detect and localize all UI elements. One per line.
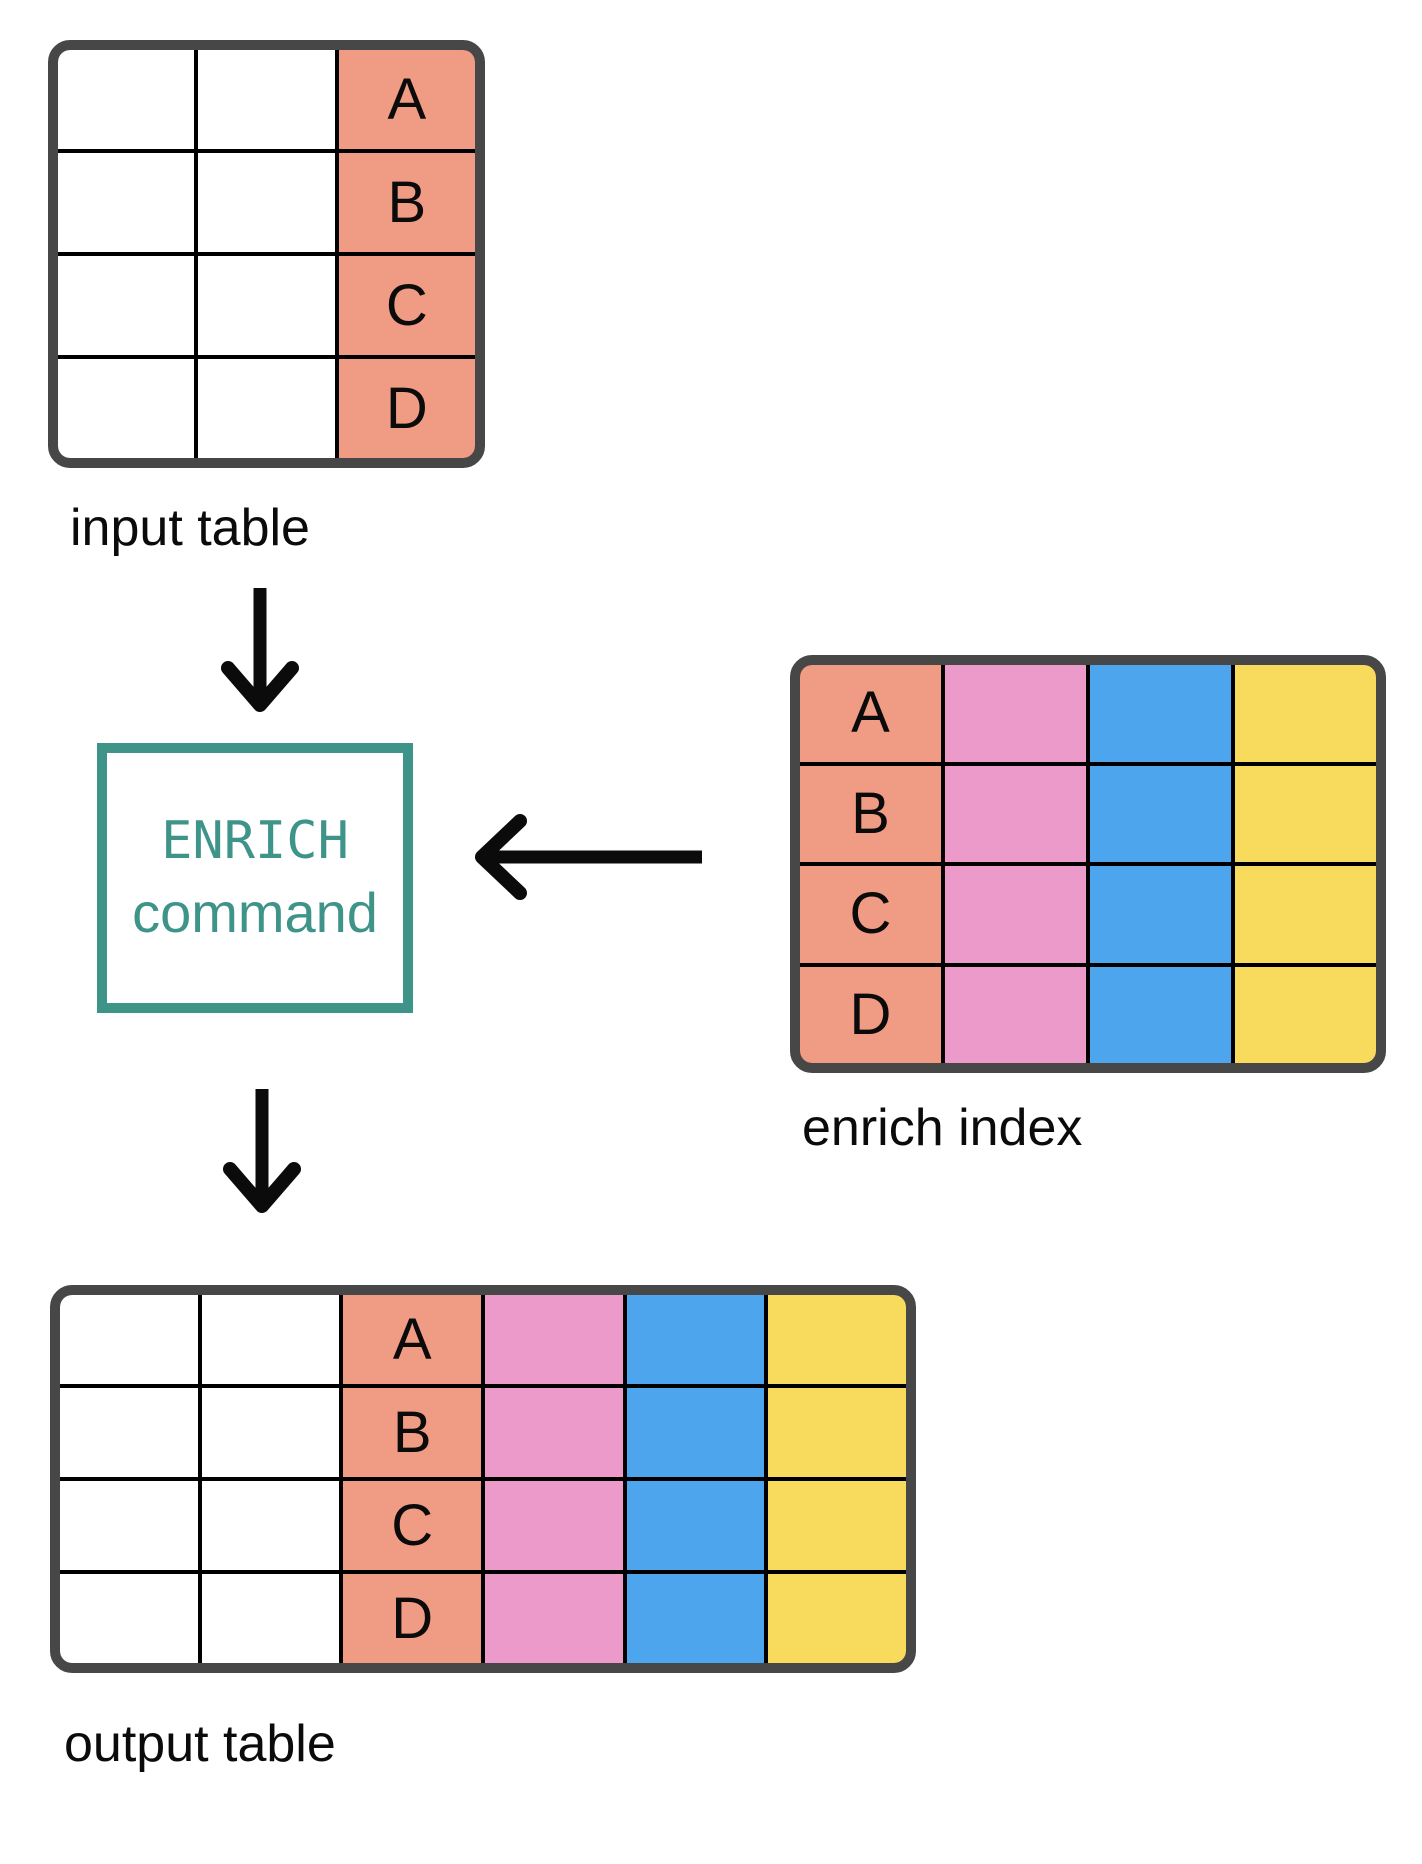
left-arrow-index-to-enrich — [475, 814, 702, 900]
table-cell — [626, 1388, 765, 1477]
table-cell — [1090, 765, 1231, 862]
table-cell: C — [343, 1481, 481, 1570]
table-cell — [768, 1388, 906, 1477]
table-cell — [198, 359, 335, 458]
table-cell — [198, 153, 335, 252]
table-cell: B — [338, 153, 475, 252]
table-cell — [768, 1481, 906, 1570]
table-cell: B — [800, 765, 941, 862]
table-cell — [60, 1574, 198, 1663]
table-cell: D — [343, 1574, 481, 1663]
table-cell: A — [800, 665, 941, 762]
table-cell — [201, 1295, 340, 1384]
table-cell — [198, 50, 335, 149]
table-cell — [1235, 665, 1376, 762]
enrich-command-box: ENRICH command — [97, 743, 413, 1013]
table-cell: C — [338, 256, 475, 355]
table-cell — [768, 1295, 906, 1384]
table-cell — [58, 50, 195, 149]
input-table-label: input table — [70, 499, 310, 557]
table-cell — [58, 153, 195, 252]
table-cell — [485, 1388, 623, 1477]
table-cell — [626, 1481, 765, 1570]
table-cell: A — [338, 50, 475, 149]
table-cell — [201, 1388, 340, 1477]
table-cell — [945, 665, 1086, 762]
table-cell — [60, 1388, 198, 1477]
table-cell — [58, 256, 195, 355]
table-cell — [1235, 765, 1376, 862]
table-cell: D — [338, 359, 475, 458]
table-cell — [1090, 665, 1231, 762]
table-cell: D — [800, 966, 941, 1063]
table-cell: C — [800, 866, 941, 963]
table-cell: A — [343, 1295, 481, 1384]
enrich-command-word: command — [132, 881, 378, 944]
table-cell — [485, 1481, 623, 1570]
table-cell — [1235, 866, 1376, 963]
table-cell — [60, 1481, 198, 1570]
enrich-command-name: ENRICH — [161, 811, 349, 871]
table-cell — [201, 1574, 340, 1663]
table-cell: B — [343, 1388, 481, 1477]
table-cell — [485, 1574, 623, 1663]
table-cell — [201, 1481, 340, 1570]
table-cell — [1090, 866, 1231, 963]
table-cell — [60, 1295, 198, 1384]
table-cell — [485, 1295, 623, 1384]
output-table-label: output table — [64, 1715, 336, 1773]
down-arrow-input-to-enrich — [221, 588, 299, 712]
table-cell — [626, 1295, 765, 1384]
down-arrow-enrich-to-output — [223, 1089, 301, 1213]
table-cell — [58, 359, 195, 458]
table-cell — [626, 1574, 765, 1663]
table-cell — [198, 256, 335, 355]
table-cell — [945, 866, 1086, 963]
table-cell — [945, 765, 1086, 862]
table-cell — [945, 966, 1086, 1063]
enrich-index-label: enrich index — [802, 1099, 1083, 1157]
table-cell — [768, 1574, 906, 1663]
table-cell — [1235, 966, 1376, 1063]
table-cell — [1090, 966, 1231, 1063]
